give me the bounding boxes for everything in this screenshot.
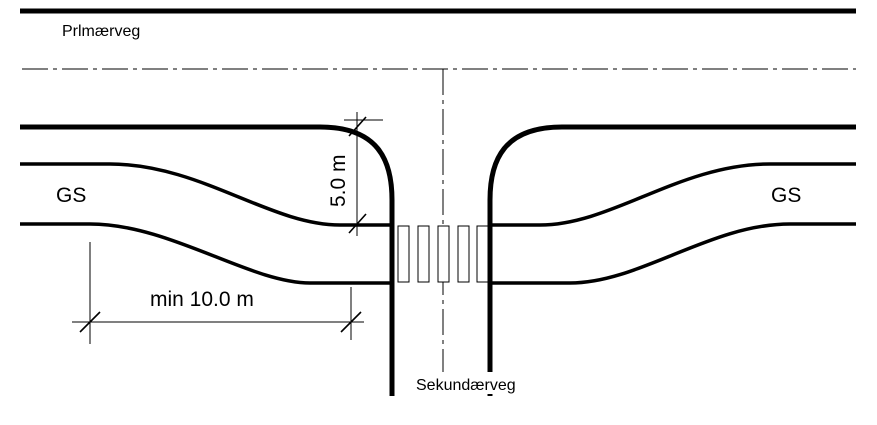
dimension-tick: [79, 311, 101, 333]
pedestrian-crossing: [397, 225, 489, 283]
left-gs-path-outer: [20, 162, 392, 227]
crossing-stripe: [457, 225, 470, 283]
right-gs-path-inner: [490, 222, 856, 285]
right-kerb-corner: [487, 124, 856, 396]
radius-dimension: 5.0 m: [327, 112, 383, 236]
length-dimension: min 10.0 m: [72, 242, 364, 344]
radius-dimension-label: 5.0 m: [327, 154, 350, 207]
crossing-stripe: [476, 225, 489, 283]
right-gs-path-outer: [490, 162, 856, 227]
secondary-road-label: Sekundærveg: [416, 377, 516, 394]
dimension-tick: [340, 311, 362, 333]
secondary-road-label-bg: [413, 372, 535, 394]
left-gs-path-inner: [20, 222, 392, 285]
dimension-tick: [348, 116, 367, 137]
primary-road-label: Prlmærveg: [62, 23, 140, 40]
dimension-tick: [348, 213, 367, 234]
gs-label-right: GS: [771, 184, 801, 207]
length-dimension-label: min 10.0 m: [150, 288, 254, 311]
crossing-stripe: [417, 225, 430, 283]
gs-label-left: GS: [56, 184, 86, 207]
left-kerb-corner: [20, 124, 395, 396]
crossing-stripe: [397, 225, 410, 283]
crossing-stripe: [437, 225, 450, 283]
